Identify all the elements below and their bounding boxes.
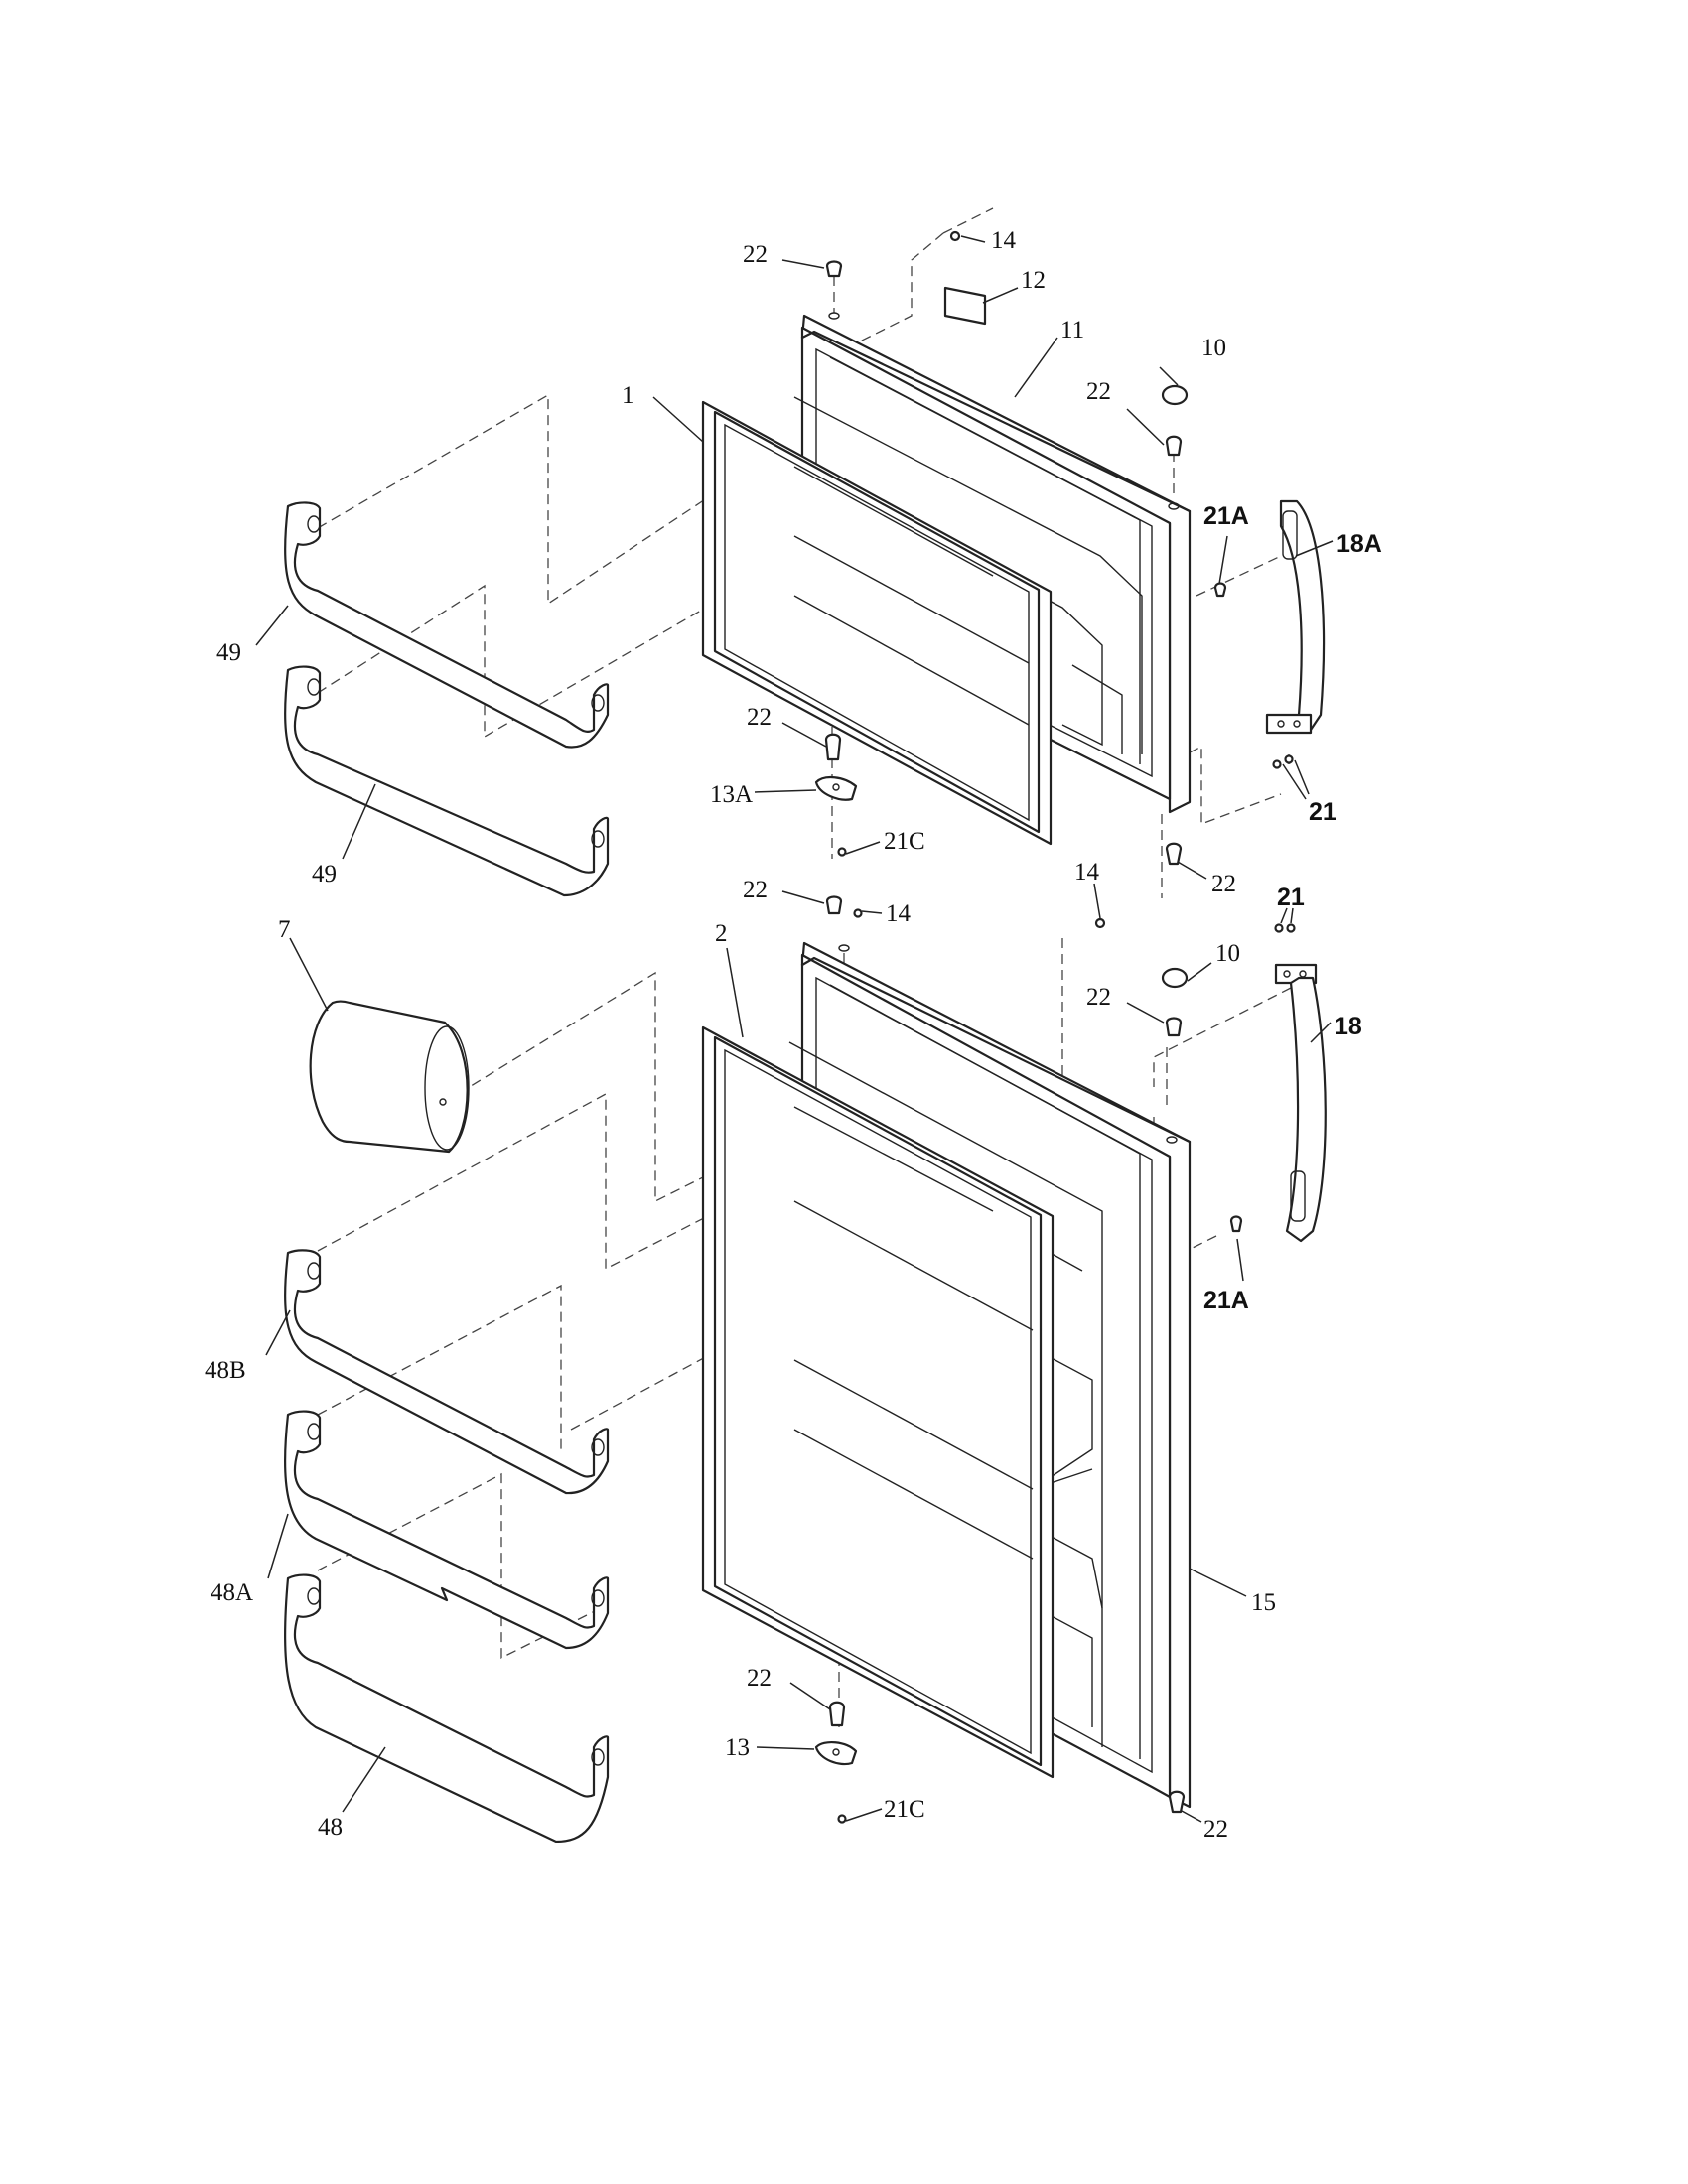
callout-21A-ff: 21A	[1203, 1287, 1249, 1314]
screw-21-ff-a	[1274, 923, 1284, 933]
callout-7: 7	[278, 916, 291, 943]
callout-21-top: 21	[1309, 798, 1336, 826]
callout-21A-top: 21A	[1203, 502, 1249, 530]
callout-10-top: 10	[1201, 335, 1226, 361]
callout-14-ff-b: 14	[1074, 859, 1100, 886]
callout-2: 2	[715, 920, 728, 947]
cap-10-top	[1161, 384, 1189, 406]
fresh-food-handle-18	[1274, 963, 1327, 1243]
callout-22-ff-top: 22	[743, 877, 768, 903]
cap-10-ff	[1161, 967, 1189, 989]
door-shelf-48B	[283, 1249, 610, 1495]
screw-22-ff-bottom	[1168, 1790, 1186, 1814]
screw-22-ff-right	[1165, 1017, 1183, 1037]
screw-22-ff-hinge	[828, 1701, 846, 1727]
plug-14-ff-a	[853, 908, 863, 918]
dairy-door-drum	[309, 1000, 470, 1154]
callout-13: 13	[725, 1734, 750, 1761]
screw-22-ff-top	[825, 895, 843, 915]
callout-21C-top: 21C	[884, 828, 925, 855]
callout-14-top: 14	[991, 227, 1017, 254]
door-shelf-49-upper	[283, 501, 610, 749]
callout-48: 48	[318, 1814, 343, 1841]
screw-21-top-b	[1284, 754, 1294, 764]
door-shelf-48A	[283, 1410, 610, 1650]
screw-21A-top	[1213, 582, 1227, 598]
callout-11: 11	[1060, 317, 1084, 343]
plug-14-ff-b	[1094, 917, 1106, 929]
screw-22-fz-bottom	[1165, 842, 1183, 866]
door-shelf-48	[283, 1573, 610, 1843]
screw-22-upper-right	[1165, 435, 1183, 457]
screw-22-fz-hinge	[824, 733, 842, 761]
callout-22-top: 22	[743, 241, 768, 268]
callout-15: 15	[1251, 1589, 1276, 1616]
plug-14-top	[949, 230, 961, 242]
callout-13A: 13A	[710, 781, 753, 808]
label-12	[943, 286, 987, 326]
callout-18A: 18A	[1336, 530, 1382, 558]
door-shelf-49-lower	[283, 665, 610, 897]
callout-10-ff: 10	[1215, 940, 1240, 967]
screw-21-ff-b	[1286, 923, 1296, 933]
callout-22-ff-right: 22	[1086, 984, 1111, 1011]
callout-22-upper-right: 22	[1086, 378, 1111, 405]
freezer-handle-18A	[1265, 499, 1326, 735]
callout-22-fz-hinge: 22	[747, 704, 772, 731]
callout-21-ff: 21	[1277, 884, 1305, 911]
leader-lines	[255, 235, 1334, 1823]
callout-21C-ff: 21C	[884, 1796, 925, 1823]
callout-49-a: 49	[216, 639, 241, 666]
callout-18: 18	[1335, 1013, 1362, 1040]
screw-21A-ff	[1229, 1215, 1243, 1233]
callout-22-ff-bottom: 22	[1203, 1816, 1228, 1843]
screw-21C-top	[837, 847, 847, 857]
callout-49-b: 49	[312, 861, 337, 887]
fresh-food-door-gasket	[701, 1025, 1055, 1779]
callout-22-fz-bottom: 22	[1211, 871, 1236, 897]
callout-48A: 48A	[211, 1579, 253, 1606]
hinge-13	[814, 1741, 858, 1766]
callout-1: 1	[622, 382, 634, 409]
screw-21C-ff	[837, 1814, 847, 1824]
screw-22-top	[825, 260, 843, 278]
callout-14-ff-a: 14	[886, 900, 912, 927]
screw-21-top-a	[1272, 759, 1282, 769]
hinge-13A	[814, 776, 858, 801]
callout-48B: 48B	[205, 1357, 246, 1384]
freezer-door-gasket	[701, 400, 1053, 846]
callout-22-ff-hinge: 22	[747, 1665, 772, 1692]
callout-labels: 22 14 12 11 10 22 1 21A 18A 49 49 22 13A…	[205, 227, 1382, 1843]
hardware-parts	[814, 230, 1296, 1824]
callout-12: 12	[1021, 267, 1046, 294]
